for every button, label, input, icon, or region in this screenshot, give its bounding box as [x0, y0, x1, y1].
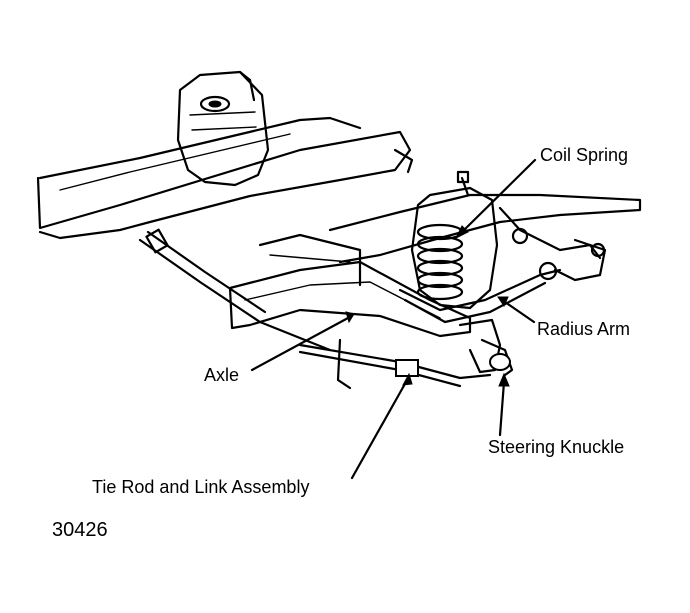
arrow-coil-spring — [454, 225, 469, 240]
leader-lines — [250, 158, 537, 480]
label-coil-spring: Coil Spring — [540, 145, 629, 165]
leader-radius-arm — [503, 300, 536, 324]
label-axle: Axle — [204, 365, 240, 385]
figure-number: 30426 — [52, 519, 108, 541]
label-radius-arm: Radius Arm — [537, 319, 631, 339]
radius-arm-drawing — [398, 261, 562, 324]
crossmember — [328, 193, 642, 282]
coil-spring-drawing — [410, 170, 499, 310]
stabilizer-bar — [138, 228, 332, 352]
frame-rail — [36, 116, 414, 240]
leader-steering-knuckle — [498, 380, 506, 437]
leader-coil-spring — [460, 158, 537, 234]
steering-knuckle-drawing — [458, 318, 514, 377]
arrow-radius-arm — [497, 296, 509, 308]
arrow-tie-rod — [402, 372, 413, 386]
leader-tie-rod — [350, 380, 408, 480]
arrow-steering-knuckle — [498, 372, 510, 387]
label-tie-rod: Tie Rod and Link Assembly — [92, 477, 310, 497]
engine-mount — [176, 70, 270, 187]
label-steering-knuckle: Steering Knuckle — [488, 437, 625, 457]
axle-housing — [228, 233, 472, 338]
leader-axle — [250, 316, 350, 372]
arrow-axle — [345, 311, 355, 324]
tie-rod — [298, 338, 492, 390]
